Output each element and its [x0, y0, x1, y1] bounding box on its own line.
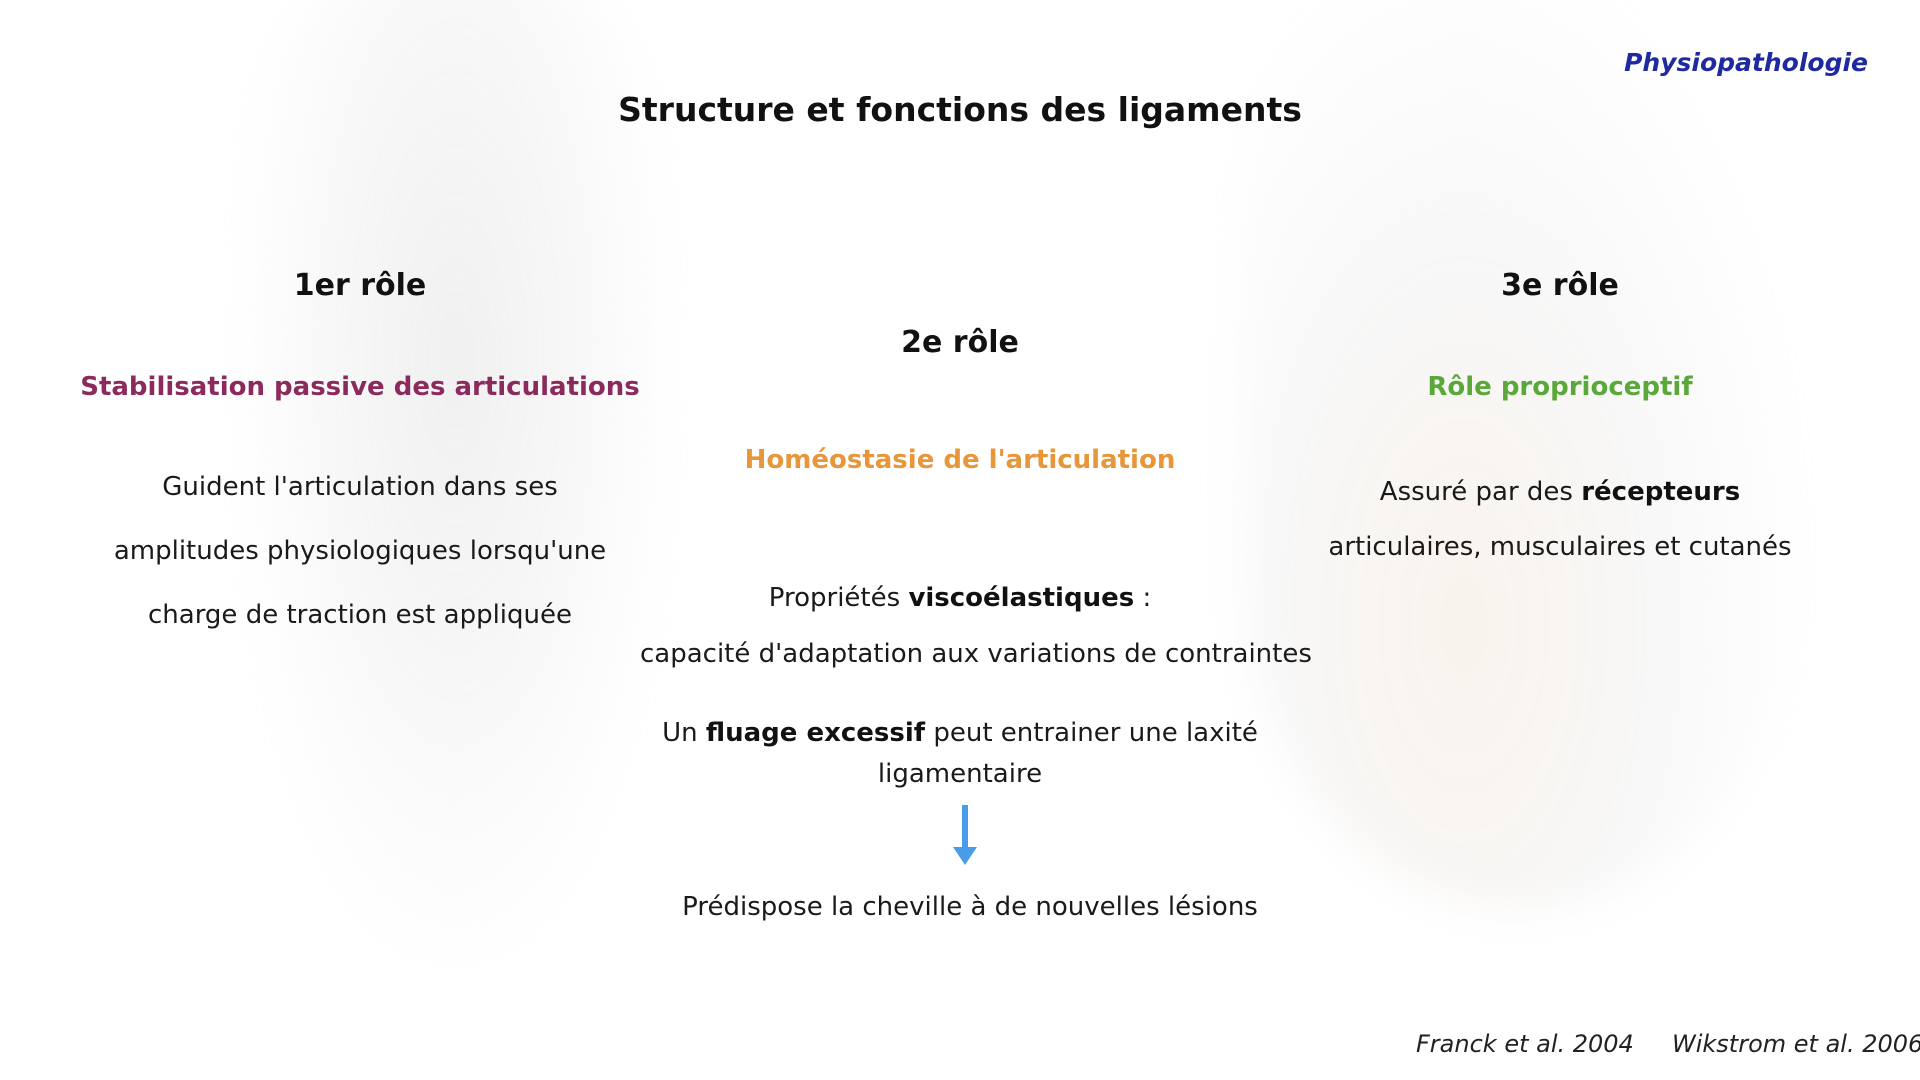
receptors-bold: récepteurs	[1581, 477, 1741, 507]
role-2-heading: 2e rôle	[901, 325, 1019, 360]
creep-after: peut entrainer une laxité	[925, 718, 1258, 748]
creep-bold: fluage excessif	[705, 718, 926, 748]
reference-franck: Franck et al. 2004	[1416, 1030, 1634, 1058]
viscoelastic-before: Propriétés	[768, 583, 909, 613]
receptors-line-2: articulaires, musculaires et cutanés	[1328, 532, 1792, 562]
role-2-subtitle: Homéostasie de l'articulation	[744, 445, 1176, 475]
adaptation-line: capacité d'adaptation aux variations de …	[640, 639, 1312, 669]
role-1-heading: 1er rôle	[293, 268, 427, 303]
page-title: Structure et fonctions des ligaments	[618, 90, 1302, 129]
background-foot-image-right	[1240, 0, 1800, 910]
creep-line-2: ligamentaire	[877, 759, 1043, 789]
viscoelastic-after: :	[1134, 583, 1152, 613]
role-1-line-1: Guident l'articulation dans ses	[162, 472, 558, 502]
receptors-line-1: Assuré par des récepteurs	[1300, 477, 1820, 507]
section-tag: Physiopathologie	[1624, 48, 1868, 77]
creep-line-1: Un fluage excessif peut entrainer une la…	[640, 718, 1280, 748]
creep-before: Un	[662, 718, 706, 748]
role-3-heading: 3e rôle	[1501, 268, 1619, 303]
viscoelastic-line: Propriétés viscoélastiques :	[640, 583, 1280, 613]
arrow-down-icon	[953, 805, 977, 865]
role-1-subtitle: Stabilisation passive des articulations	[80, 372, 640, 402]
consequence-line: Prédispose la cheville à de nouvelles lé…	[682, 892, 1258, 922]
viscoelastic-bold: viscoélastiques	[908, 583, 1135, 613]
role-1-line-3: charge de traction est appliquée	[147, 600, 572, 630]
reference-wikstrom: Wikstrom et al. 2006	[1672, 1030, 1920, 1058]
background-foot-image-left	[240, 0, 670, 960]
receptors-before: Assuré par des	[1379, 477, 1582, 507]
role-1-line-2: amplitudes physiologiques lorsqu'une	[113, 536, 607, 566]
role-3-subtitle: Rôle proprioceptif	[1427, 372, 1693, 402]
